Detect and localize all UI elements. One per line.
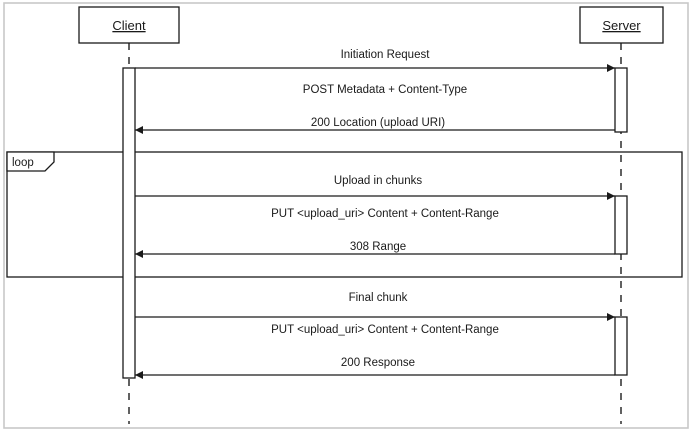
participant-client[interactable]: Client xyxy=(78,6,180,44)
fragment-operator-tab xyxy=(6,151,55,172)
participants-layer: Client Server xyxy=(78,6,664,44)
message-arrowhead xyxy=(607,313,615,321)
message-label: PUT <upload_uri> Content + Content-Range xyxy=(271,324,499,336)
combined-fragment-loop: loop xyxy=(6,151,683,278)
participant-box-server[interactable] xyxy=(579,6,664,44)
note-upload-chunks: Upload in chunks xyxy=(334,175,422,187)
note-final-chunk: Final chunk xyxy=(349,292,408,304)
participant-label-server: Server xyxy=(602,18,641,33)
activation-bar-server-2 xyxy=(614,195,628,255)
message-arrowhead xyxy=(135,126,143,134)
msg-put-chunk[interactable]: PUT <upload_uri> Content + Content-Range xyxy=(135,192,615,220)
msg-post-metadata[interactable]: POST Metadata + Content-Type xyxy=(135,64,615,96)
message-label: PUT <upload_uri> Content + Content-Range xyxy=(271,208,499,220)
msg-200-response[interactable]: 200 Response xyxy=(135,357,615,379)
message-arrowhead xyxy=(607,64,615,72)
message-label: 308 Range xyxy=(350,241,406,253)
fragment-outline xyxy=(6,151,683,278)
msg-put-final-chunk[interactable]: PUT <upload_uri> Content + Content-Range xyxy=(135,313,615,336)
activation-bar-client-0 xyxy=(122,67,136,379)
participant-label-client: Client xyxy=(112,18,146,33)
participant-box-client[interactable] xyxy=(78,6,180,44)
msg-200-location[interactable]: 200 Location (upload URI) xyxy=(135,117,615,134)
fragments-layer: loop xyxy=(6,151,683,278)
message-arrowhead xyxy=(607,192,615,200)
activations-layer xyxy=(122,67,628,379)
message-label: 200 Response xyxy=(341,357,415,369)
message-label: 200 Location (upload URI) xyxy=(311,117,445,129)
activation-bar-server-3 xyxy=(614,316,628,376)
fragment-operator-label: loop xyxy=(12,157,34,169)
diagram-outer-frame xyxy=(3,2,689,429)
message-label: POST Metadata + Content-Type xyxy=(303,84,467,96)
message-arrowhead xyxy=(135,371,143,379)
messages-layer: POST Metadata + Content-Type 200 Location… xyxy=(135,64,615,379)
msg-308-range[interactable]: 308 Range xyxy=(135,241,615,258)
activation-bar-server-1 xyxy=(614,67,628,133)
participant-server[interactable]: Server xyxy=(579,6,664,44)
message-arrowhead xyxy=(135,250,143,258)
note-initiation: Initiation Request xyxy=(341,49,431,61)
